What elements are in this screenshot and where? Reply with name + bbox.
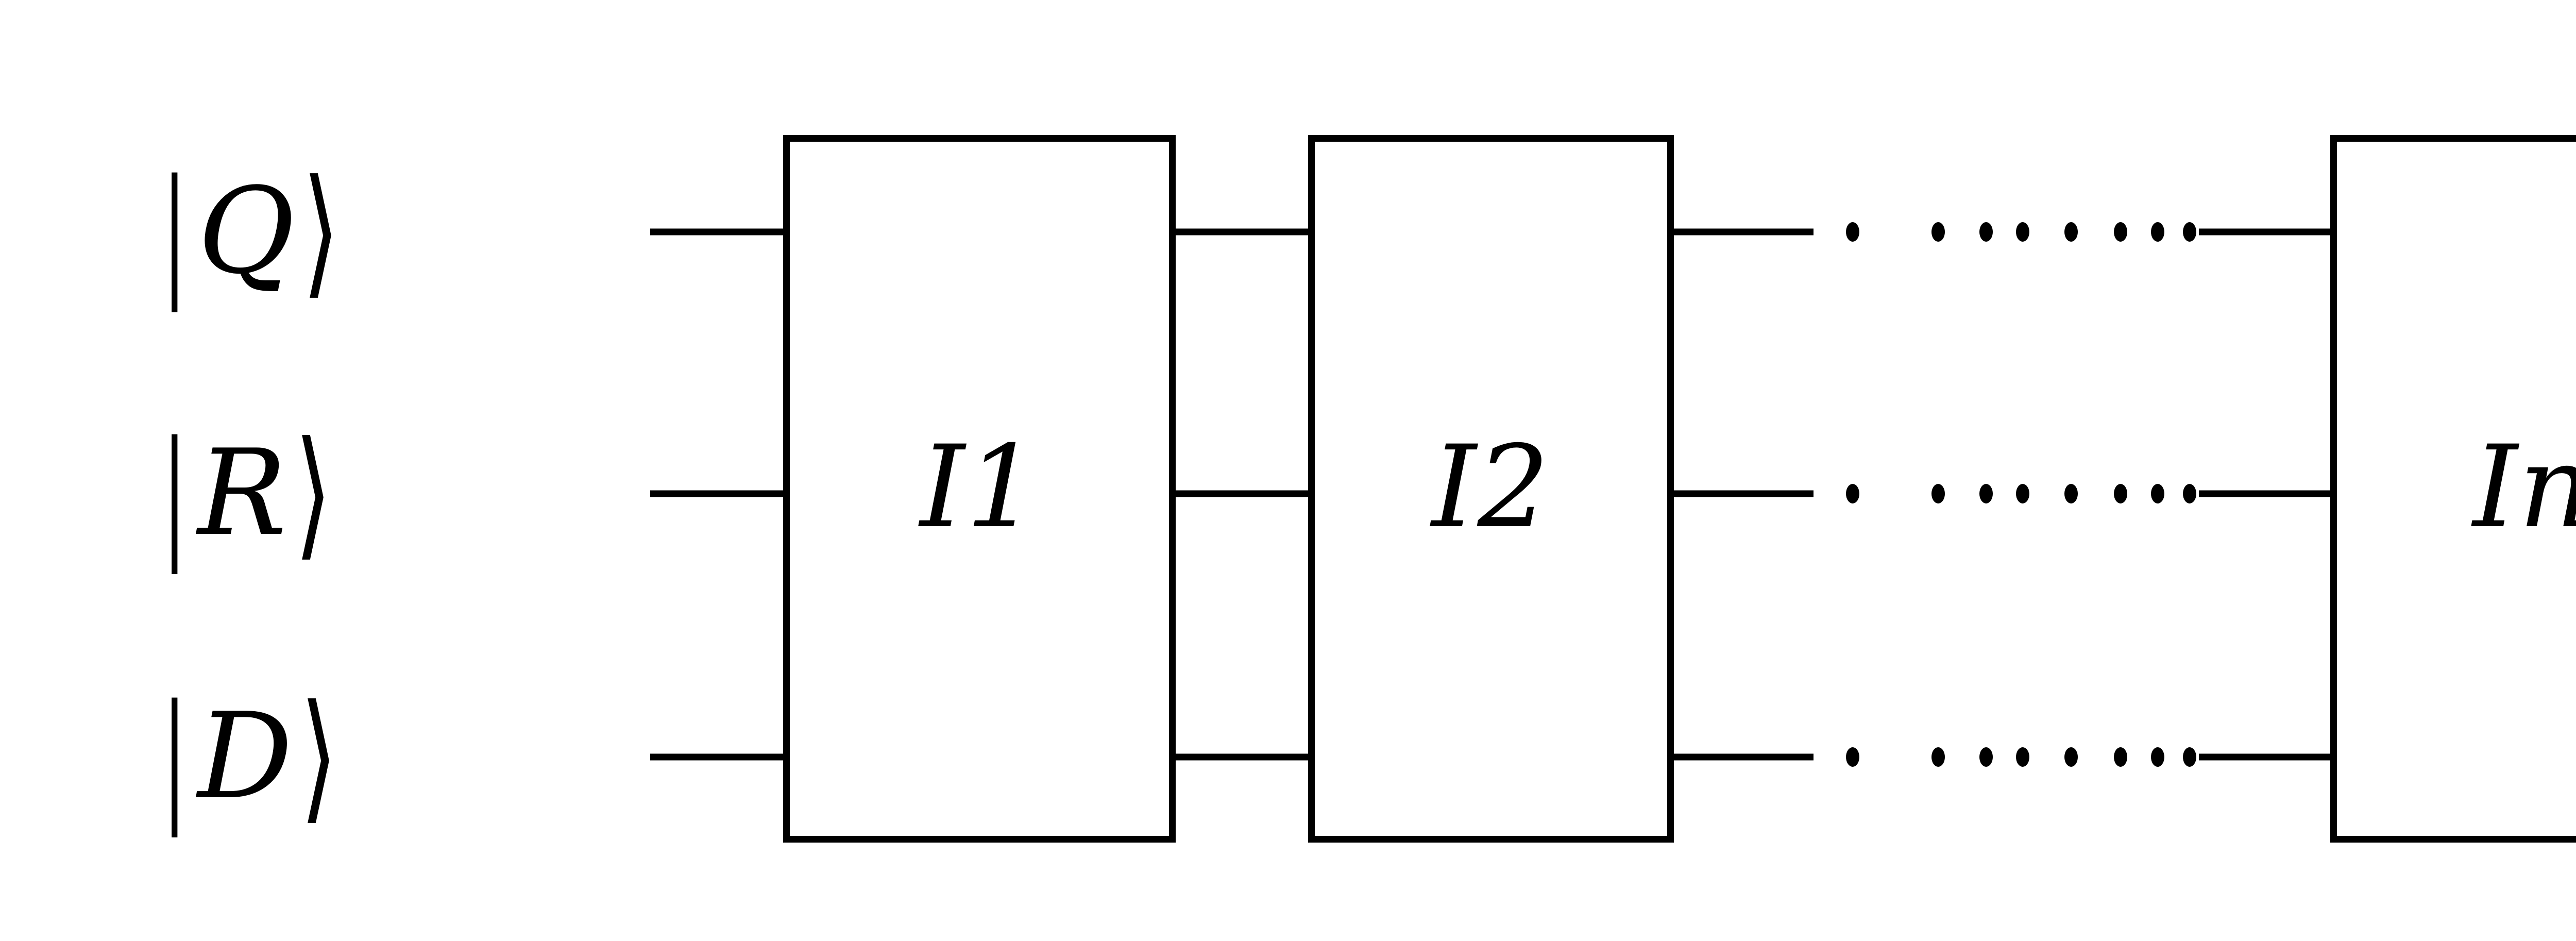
gate-i2[interactable]: I2: [1308, 135, 1674, 843]
wire-segment-r-i1-to-i2: [1176, 490, 1308, 497]
wire-segment-d-input-stub: [650, 753, 783, 761]
ellipsis-dot: [2064, 747, 2078, 767]
ket-bar: |: [162, 150, 187, 313]
ellipsis-dot: [2064, 222, 2078, 242]
wire-segment-r-input-stub: [650, 490, 783, 497]
ellipsis-dot: [2114, 222, 2127, 242]
ellipsis-dot: [1931, 484, 1945, 503]
ket-symbol: D: [197, 688, 293, 826]
ellipsis-dot: [2151, 484, 2164, 503]
input-ket-r: |R⟩: [155, 424, 336, 563]
ellipsis-dot: [2016, 747, 2029, 767]
gate-in[interactable]: In: [2330, 135, 2576, 843]
ellipsis-dot: [1846, 747, 1859, 767]
gate-i1-label: I1: [920, 421, 1039, 553]
wire-segment-d-i1-to-i2: [1176, 753, 1308, 761]
ket-symbol: Q: [197, 163, 295, 300]
ellipsis-dot: [2183, 484, 2196, 503]
ellipsis-dot: [2064, 484, 2078, 503]
ellipsis-dot: [1931, 747, 1945, 767]
ellipsis-dot: [2151, 747, 2164, 767]
wire-segment-r-i2-to-ellipsis: [1674, 490, 1814, 497]
wire-segment-q-i1-to-i2: [1176, 228, 1308, 236]
ket-angle: ⟩: [302, 150, 340, 313]
ellipsis-dot: [1979, 222, 1993, 242]
ellipsis-dot: [2114, 747, 2127, 767]
input-ket-d: |D⟩: [155, 687, 342, 827]
ellipsis-dot: [2151, 222, 2164, 242]
gate-in-label: In: [2472, 421, 2576, 553]
wire-segment-d-i2-to-ellipsis: [1674, 753, 1814, 761]
gate-i2-label: I2: [1431, 421, 1551, 553]
ket-bar: |: [162, 675, 187, 838]
wire-segment-q-ellipsis-to-in: [2199, 228, 2330, 236]
ket-angle: ⟩: [299, 675, 338, 838]
ellipsis-dot: [1979, 484, 1993, 503]
ellipsis-dot: [2183, 747, 2196, 767]
ellipsis-dot: [2016, 484, 2029, 503]
gate-i1[interactable]: I1: [783, 135, 1176, 843]
wire-segment-q-input-stub: [650, 228, 783, 236]
ket-bar: |: [162, 412, 187, 575]
wire-segment-r-ellipsis-to-in: [2199, 490, 2330, 497]
ellipsis-dot: [1931, 222, 1945, 242]
ket-symbol: R: [197, 425, 287, 562]
wire-segment-d-ellipsis-to-in: [2199, 753, 2330, 761]
ellipsis-dot: [2016, 222, 2029, 242]
ellipsis-dot: [2114, 484, 2127, 503]
input-ket-q: |Q⟩: [155, 162, 344, 301]
ellipsis-dot: [1846, 484, 1859, 503]
ket-angle: ⟩: [294, 412, 332, 575]
ellipsis-dot: [1979, 747, 1993, 767]
ellipsis-dot: [2183, 222, 2196, 242]
wire-segment-q-i2-to-ellipsis: [1674, 228, 1814, 236]
ellipsis-dot: [1846, 222, 1859, 242]
